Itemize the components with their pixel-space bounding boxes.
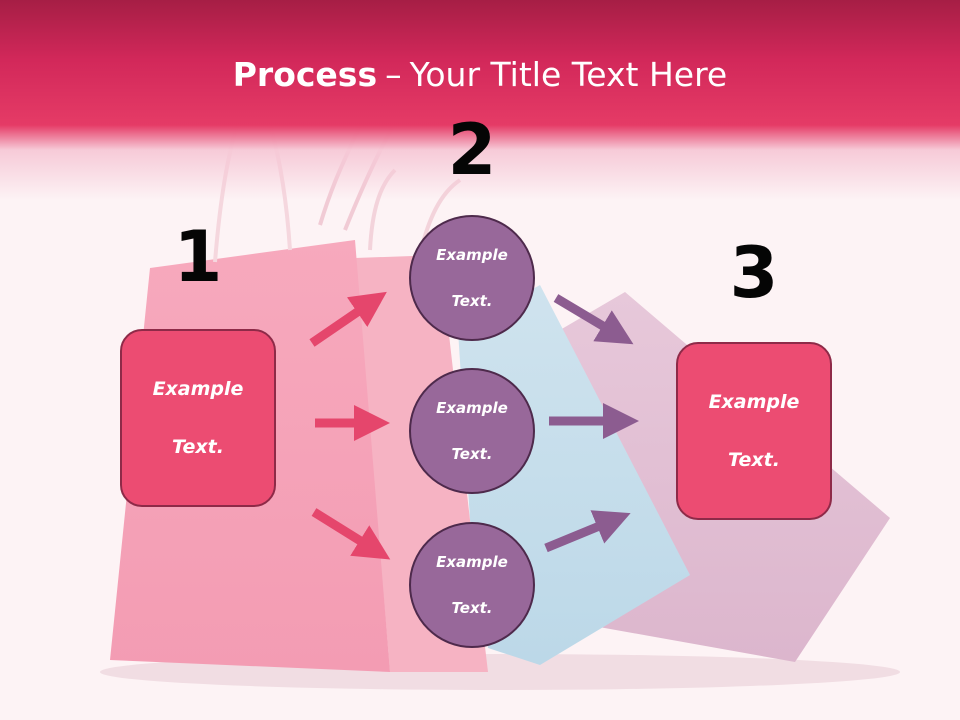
step-2-circle-top[interactable]: Example Text. [409,215,535,341]
title-bar [0,0,960,200]
step-1-text-line1: Example [152,377,244,400]
step-1-text-line2: Text. [172,435,224,458]
circle-3-text-line1: Example [436,552,508,571]
title-dash: – [385,55,402,94]
circle-2-text-line2: Text. [451,444,493,463]
circle-1-text-line1: Example [436,245,508,264]
circle-2-text-line1: Example [436,398,508,417]
step-3-text-line1: Example [708,390,800,413]
arrow-right-down-icon [553,294,634,345]
circle-3-text-line2: Text. [451,598,493,617]
title-rest-text: Your Title Text Here [409,55,728,94]
step-number-1: 1 [173,216,223,298]
step-3-box[interactable]: Example Text. [676,342,832,520]
arrow-right-down-icon [311,508,391,560]
step-2-circle-middle[interactable]: Example Text. [409,368,535,494]
step-number-3: 3 [729,232,779,314]
step-2-circle-bottom[interactable]: Example Text. [409,522,535,648]
circle-1-text-line2: Text. [451,291,493,310]
arrow-right-up-icon [544,510,631,553]
title-bold-text: Process [232,55,378,94]
step-1-box[interactable]: Example Text. [120,329,276,507]
step-number-2: 2 [447,109,497,191]
step-3-text-line2: Text. [728,448,780,471]
slide-title[interactable]: Process–Your Title Text Here [0,54,960,96]
arrow-right-up-icon [309,291,387,347]
